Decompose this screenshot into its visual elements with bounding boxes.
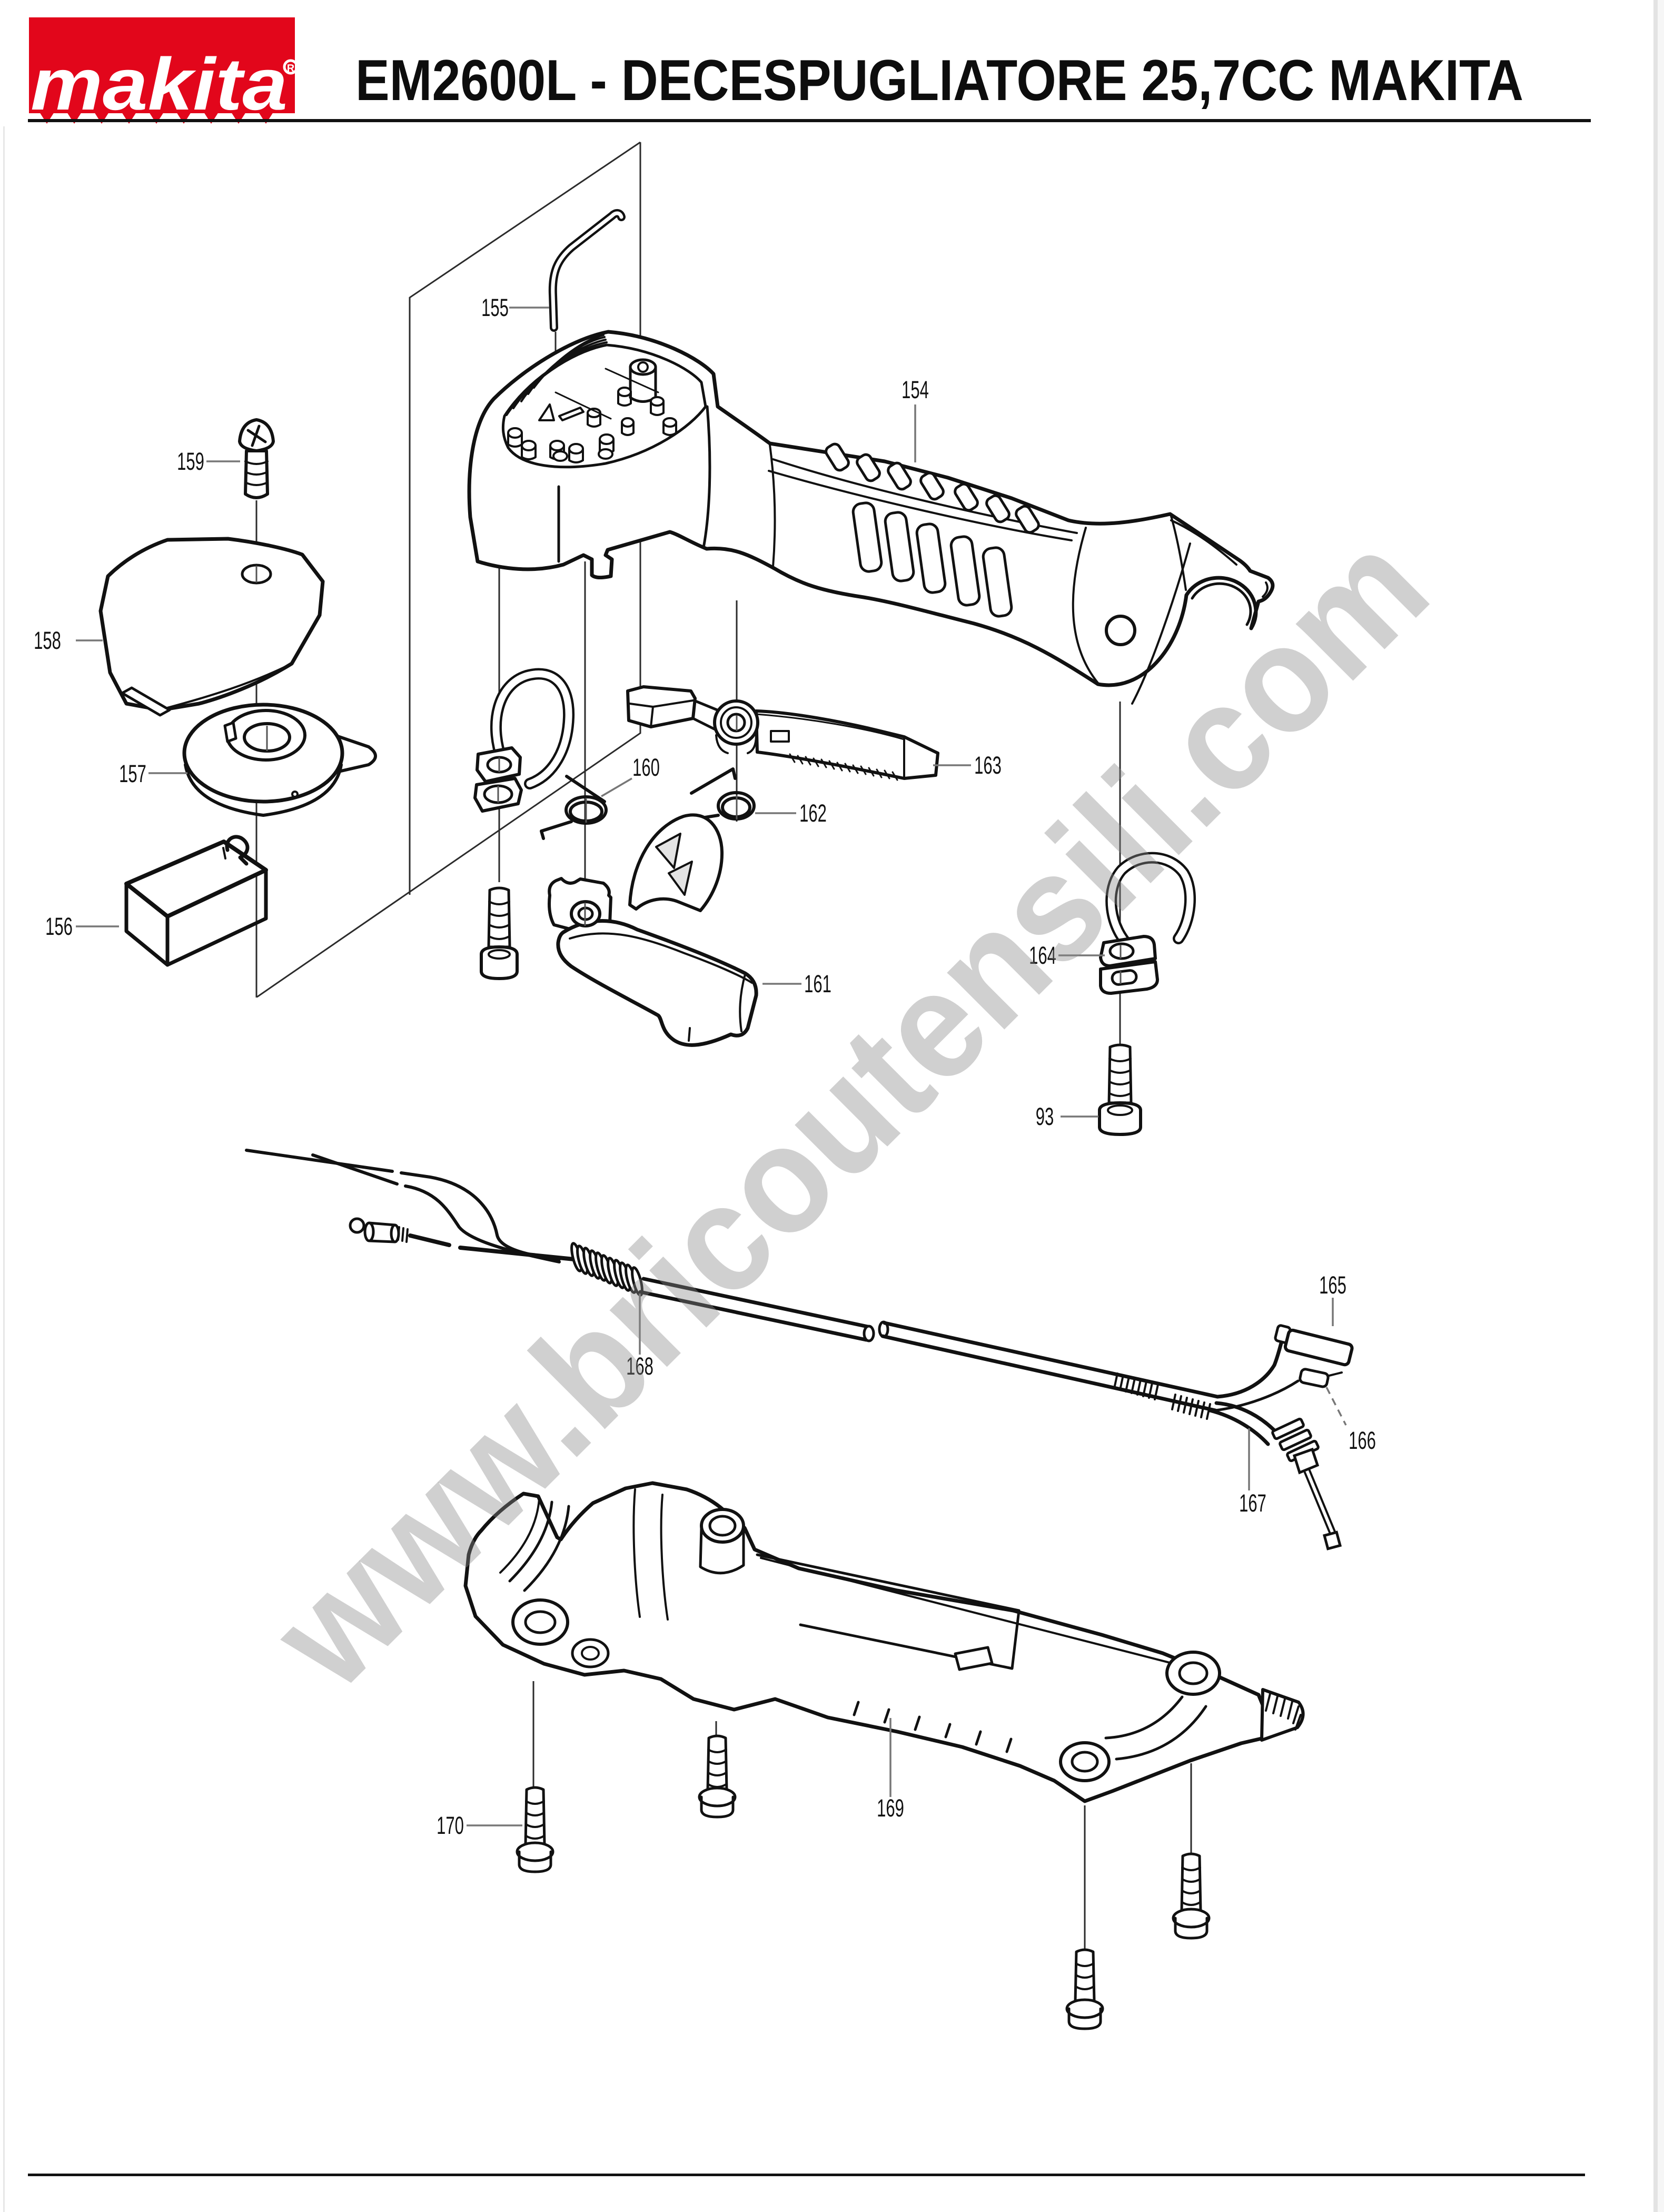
- svg-text:164: 164: [1029, 941, 1056, 969]
- svg-text:168: 168: [626, 1352, 653, 1380]
- svg-text:160: 160: [632, 753, 660, 781]
- svg-text:157: 157: [119, 759, 146, 787]
- svg-text:159: 159: [177, 447, 204, 475]
- svg-text:167: 167: [1239, 1489, 1266, 1517]
- svg-text:R: R: [287, 63, 295, 74]
- svg-text:93: 93: [1036, 1102, 1054, 1130]
- svg-text:161: 161: [804, 970, 831, 998]
- svg-text:154: 154: [902, 376, 929, 403]
- svg-text:162: 162: [799, 799, 827, 827]
- svg-text:156: 156: [45, 912, 73, 940]
- svg-text:www.bricoutensili.com: www.bricoutensili.com: [239, 500, 1459, 1721]
- svg-text:169: 169: [877, 1794, 904, 1822]
- svg-text:EM2600L - DECESPUGLIATORE 25,7: EM2600L - DECESPUGLIATORE 25,7CC MAKITA: [355, 48, 1523, 113]
- svg-text:163: 163: [974, 751, 1002, 779]
- svg-text:170: 170: [437, 1811, 464, 1839]
- svg-text:155: 155: [481, 293, 509, 321]
- svg-text:158: 158: [34, 626, 61, 654]
- svg-text:makita: makita: [31, 43, 288, 125]
- svg-text:165: 165: [1319, 1271, 1346, 1299]
- svg-text:166: 166: [1349, 1426, 1376, 1454]
